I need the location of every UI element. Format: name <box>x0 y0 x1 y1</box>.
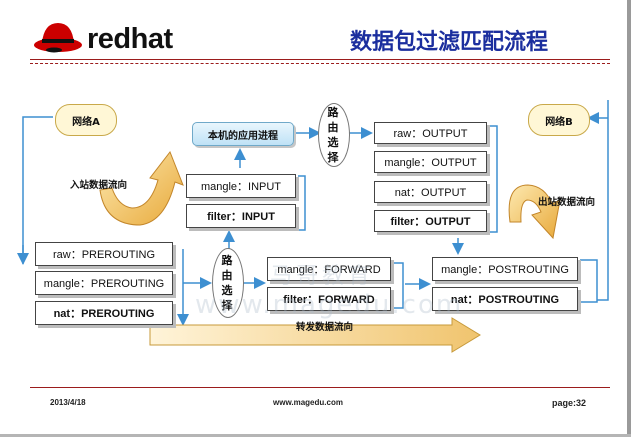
page-title: 数据包过滤匹配流程 <box>350 30 549 55</box>
outbound-flow-label: 出站数据流向 <box>538 197 596 208</box>
footer-url: www.magedu.com <box>273 398 343 407</box>
filter-input-box: filter：INPUT <box>186 204 296 228</box>
filter-output-box: filter：OUTPUT <box>374 210 487 232</box>
outbound-curve-arrow <box>508 184 561 240</box>
route-top-char: 路 <box>327 106 341 119</box>
route-top-char: 由 <box>327 121 341 134</box>
network-a: 网络A <box>55 104 117 136</box>
inbound-flow-label: 入站数据流向 <box>70 180 128 191</box>
network-b: 网络B <box>528 104 590 136</box>
redhat-logo-icon <box>34 23 82 53</box>
nat-postrouting-box: nat：POSTROUTING <box>432 287 578 311</box>
nat-output-box: nat：OUTPUT <box>374 181 487 203</box>
mangle-input-box: mangle：INPUT <box>186 174 296 198</box>
mangle-forward-box: mangle：FORWARD <box>267 257 391 281</box>
title-rule <box>30 59 610 60</box>
route-select-mid: 路 由 选 择 <box>212 248 244 318</box>
forward-flow-label: 转发数据流向 <box>296 322 354 333</box>
watermark-url: www.magedu.com <box>195 290 464 320</box>
local-process-node: 本机的应用进程 <box>192 122 294 146</box>
inbound-curve-arrow <box>99 150 184 226</box>
route-top-char: 择 <box>327 151 341 164</box>
route-mid-char: 选 <box>221 284 235 297</box>
footer-date: 2013/4/18 <box>50 398 86 407</box>
watermark-cn: 马哥教育 <box>270 264 375 289</box>
slide-border-right <box>627 0 631 437</box>
mangle-prerouting-box: mangle：PREROUTING <box>35 271 173 295</box>
title-rule-dashed <box>30 63 610 64</box>
brand-logo-text: redhat <box>87 23 173 55</box>
route-mid-char: 由 <box>221 269 235 282</box>
route-mid-char: 择 <box>221 299 235 312</box>
mangle-output-box: mangle：OUTPUT <box>374 151 487 173</box>
nat-prerouting-box: nat：PREROUTING <box>35 301 173 325</box>
route-select-top: 路 由 选 择 <box>318 103 350 167</box>
raw-prerouting-box: raw：PREROUTING <box>35 242 173 266</box>
route-top-char: 选 <box>327 136 341 149</box>
filter-forward-box: filter：FORWARD <box>267 287 391 311</box>
footer-rule <box>30 387 610 388</box>
footer-page: page:32 <box>552 398 587 408</box>
raw-output-box: raw：OUTPUT <box>374 122 487 144</box>
forward-flow-arrow <box>149 317 481 353</box>
slide-border-bottom <box>0 434 631 437</box>
route-mid-char: 路 <box>221 254 235 267</box>
mangle-postrouting-box: mangle：POSTROUTING <box>432 257 578 281</box>
